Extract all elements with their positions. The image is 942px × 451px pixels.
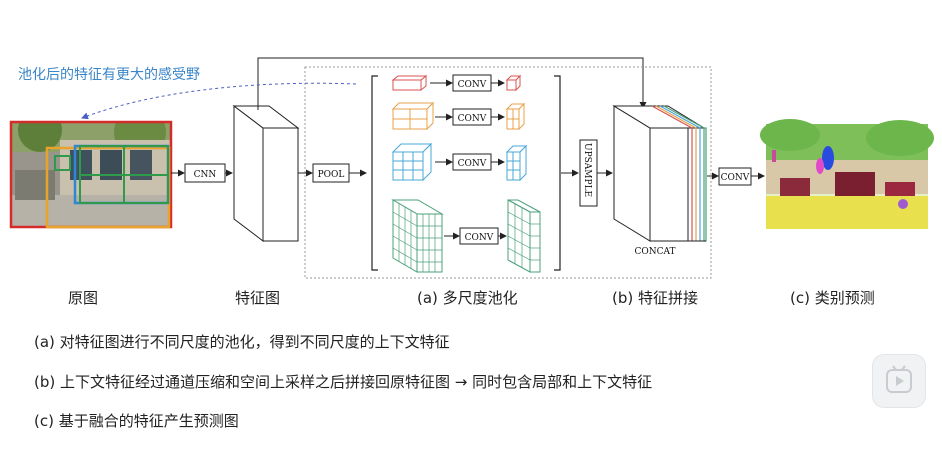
caption-feature-concat: (b) 特征拼接 <box>612 289 698 307</box>
caption-feature-map: 特征图 <box>235 289 281 307</box>
concat-label: CONCAT <box>634 247 675 257</box>
branch-bracket-right <box>554 75 561 271</box>
bullet-c: (c) 基于融合的特征产生预测图 <box>34 412 239 430</box>
prediction-map <box>760 119 934 229</box>
conv-label-3: CONV <box>458 159 487 169</box>
pool-branch-1: CONV <box>391 74 522 92</box>
conv-label-4: CONV <box>465 233 494 243</box>
cnn-block: CNN <box>184 163 226 183</box>
pspnet-diagram: CNN POOL CONV C <box>9 57 934 279</box>
play-icon <box>886 365 912 393</box>
feature-map-cuboid <box>232 104 300 243</box>
caption-multi-scale-pooling: (a) 多尺度池化 <box>417 289 518 307</box>
bullet-a: (a) 对特征图进行不同尺度的池化，得到不同尺度的上下文特征 <box>34 333 450 351</box>
conv-label-2: CONV <box>458 114 487 124</box>
conv-label-1: CONV <box>458 80 487 90</box>
caption-original: 原图 <box>68 289 99 307</box>
bullet-b: (b) 上下文特征经过通道压缩和空间上采样之后拼接回原特征图 → 同时包含局部和… <box>34 373 653 391</box>
pool-branch-4: CONV <box>391 199 541 273</box>
final-conv-block: CONV <box>718 167 752 186</box>
upsample-block: UPSAMPLE <box>579 139 598 207</box>
pool-label: POOL <box>318 170 345 180</box>
original-image <box>9 120 173 229</box>
receptive-field-arrow <box>81 82 357 120</box>
cnn-label: CNN <box>194 170 217 180</box>
pooling-annotation: 池化后的特征有更大的感受野 <box>18 67 200 83</box>
pool-branch-3: CONV <box>391 142 528 182</box>
pool-block: POOL <box>312 163 350 183</box>
pool-branch-2: CONV <box>391 101 526 131</box>
video-player-button[interactable] <box>872 354 926 408</box>
branch-bracket-left <box>371 75 378 271</box>
final-conv-label: CONV <box>721 173 750 183</box>
skip-connection-arrow <box>257 57 647 110</box>
concat-feature-stack: CONCAT <box>612 105 707 257</box>
caption-class-prediction: (c) 类别预测 <box>790 289 875 307</box>
upsample-label: UPSAMPLE <box>582 143 592 197</box>
